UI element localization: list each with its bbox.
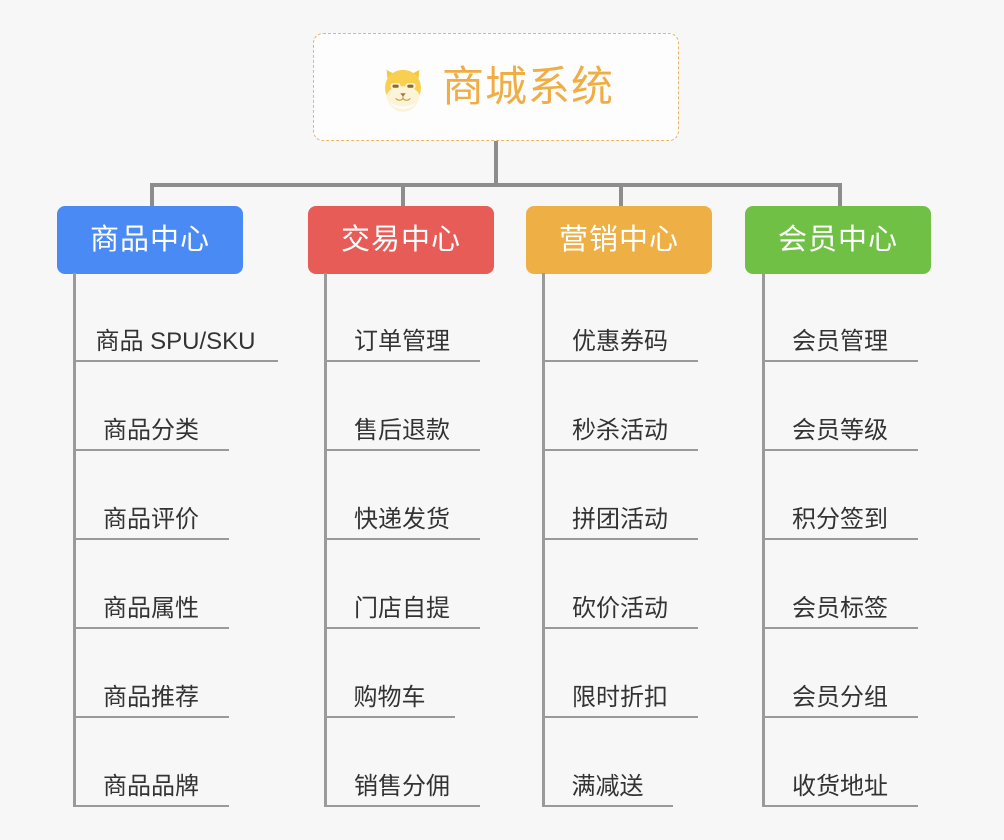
- leaf-item-label: 秒杀活动: [572, 416, 668, 444]
- leaf-item-label: 订单管理: [354, 327, 450, 355]
- leaf-item[interactable]: 商品属性: [73, 540, 229, 629]
- leaf-item-label: 会员等级: [792, 416, 888, 444]
- branch-trunk: [762, 273, 765, 807]
- category-box-product-center[interactable]: 商品中心: [57, 206, 243, 274]
- leaf-item-label: 限时折扣: [572, 683, 668, 711]
- leaf-item-label: 商品推荐: [103, 683, 199, 711]
- category-label: 交易中心: [340, 223, 461, 256]
- leaf-item[interactable]: 售后退款: [324, 362, 480, 451]
- leaf-item[interactable]: 会员标签: [762, 540, 918, 629]
- leaf-item-label: 优惠券码: [572, 327, 668, 355]
- leaf-item[interactable]: 商品品牌: [73, 718, 229, 807]
- branch-trunk: [324, 273, 327, 807]
- category-label: 营销中心: [558, 223, 679, 256]
- branch-trunk: [542, 273, 545, 807]
- leaf-item-label: 销售分佣: [354, 772, 450, 800]
- leaf-item[interactable]: 销售分佣: [324, 718, 480, 807]
- leaf-item[interactable]: 优惠券码: [542, 273, 698, 362]
- leaf-item[interactable]: 积分签到: [762, 451, 918, 540]
- leaf-item[interactable]: 拼团活动: [542, 451, 698, 540]
- leaf-item-label: 快递发货: [354, 505, 450, 533]
- leaf-item-label: 砍价活动: [572, 594, 668, 622]
- leaf-item[interactable]: 商品分类: [73, 362, 229, 451]
- leaf-item-label: 收货地址: [792, 772, 888, 800]
- shiba-dog-face-icon: [385, 69, 421, 112]
- leaf-item[interactable]: 砍价活动: [542, 540, 698, 629]
- leaf-item-label: 商品分类: [103, 416, 199, 444]
- leaf-item-label: 门店自提: [354, 594, 450, 622]
- leaf-item-label: 积分签到: [792, 505, 888, 533]
- leaf-item-label: 会员标签: [792, 594, 888, 622]
- connector-root-stem: [494, 141, 498, 185]
- category-box-member-center[interactable]: 会员中心: [745, 206, 931, 274]
- leaf-item-label: 购物车: [353, 683, 426, 711]
- leaf-item[interactable]: 满减送: [542, 718, 673, 807]
- leaf-item-label: 会员管理: [792, 327, 888, 355]
- connector-drop-category-3: [619, 183, 623, 206]
- category-label: 会员中心: [777, 223, 898, 256]
- leaf-item-label: 拼团活动: [572, 505, 668, 533]
- leaf-item[interactable]: 快递发货: [324, 451, 480, 540]
- leaf-item[interactable]: 会员等级: [762, 362, 918, 451]
- root-node-label: 商城系统: [441, 63, 614, 110]
- leaf-item-label: 会员分组: [792, 683, 888, 711]
- leaf-item-label: 商品 SPU/SKU: [95, 327, 256, 355]
- leaf-item[interactable]: 商品推荐: [73, 629, 229, 718]
- leaf-item[interactable]: 收货地址: [762, 718, 918, 807]
- leaf-item-label: 满减送: [571, 772, 644, 800]
- connector-drop-category-4: [838, 183, 842, 206]
- leaf-item[interactable]: 购物车: [324, 629, 455, 718]
- category-box-marketing-center[interactable]: 营销中心: [526, 206, 712, 274]
- leaf-item-label: 售后退款: [354, 416, 450, 444]
- leaf-item-label: 商品属性: [103, 594, 199, 622]
- root-node-shop-system[interactable]: 商城系统: [313, 33, 679, 141]
- leaf-item[interactable]: 会员管理: [762, 273, 918, 362]
- category-label: 商品中心: [89, 223, 210, 256]
- branch-trunk: [73, 273, 76, 807]
- leaf-item[interactable]: 会员分组: [762, 629, 918, 718]
- leaf-item[interactable]: 商品评价: [73, 451, 229, 540]
- connector-horizontal-bus: [150, 183, 840, 187]
- leaf-item[interactable]: 商品 SPU/SKU: [73, 273, 278, 362]
- leaf-item-label: 商品品牌: [103, 772, 199, 800]
- connector-drop-category-1: [150, 183, 154, 206]
- leaf-item[interactable]: 秒杀活动: [542, 362, 698, 451]
- leaf-item-label: 商品评价: [103, 505, 199, 533]
- leaf-item[interactable]: 限时折扣: [542, 629, 698, 718]
- leaf-item[interactable]: 订单管理: [324, 273, 480, 362]
- connector-drop-category-2: [401, 183, 405, 206]
- leaf-item[interactable]: 门店自提: [324, 540, 480, 629]
- category-box-trade-center[interactable]: 交易中心: [308, 206, 494, 274]
